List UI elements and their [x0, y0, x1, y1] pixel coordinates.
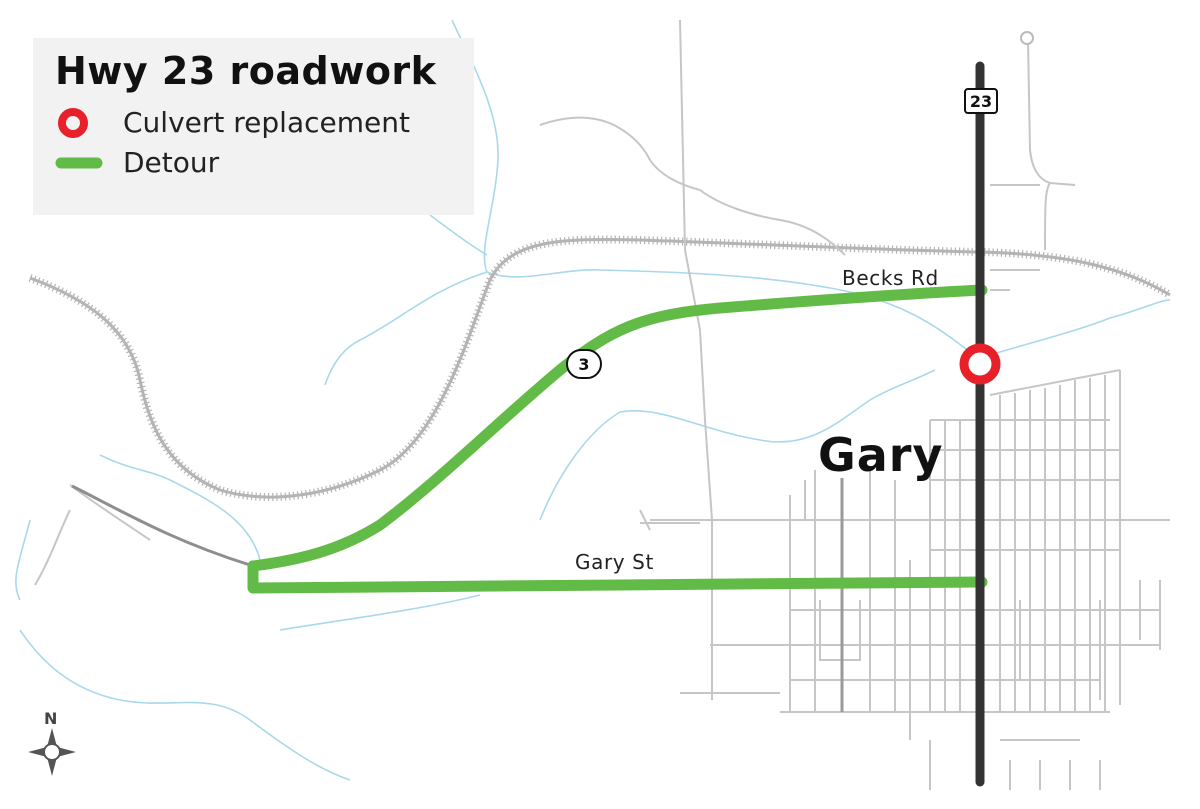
railroad: [28, 235, 1173, 502]
compass-rose-icon: [28, 728, 76, 776]
road-end-circle: [1020, 31, 1034, 45]
legend-label-detour: Detour: [123, 146, 220, 179]
map-legend: Hwy 23 roadwork Culvert replacement Deto…: [33, 38, 474, 215]
hwy-3-shield: 3: [566, 349, 602, 379]
legend-label-culvert: Culvert replacement: [123, 106, 410, 139]
green-line-icon: [55, 148, 105, 178]
legend-title: Hwy 23 roadwork: [55, 49, 437, 93]
compass-north-label: N: [44, 709, 58, 728]
legend-item-culvert: Culvert replacement: [55, 108, 452, 138]
becks-rd-label: Becks Rd: [842, 266, 939, 290]
detour-route: [247, 284, 988, 594]
culvert-replacement-marker: [959, 343, 1001, 385]
town-label-gary: Gary: [818, 428, 944, 482]
west-access-road: [71, 484, 251, 567]
street-grid: [34, 19, 1170, 790]
legend-item-detour: Detour: [55, 148, 452, 178]
gary-st-label: Gary St: [575, 550, 654, 574]
hwy-23-shield: 23: [964, 88, 998, 114]
red-ring-icon: [55, 108, 105, 138]
